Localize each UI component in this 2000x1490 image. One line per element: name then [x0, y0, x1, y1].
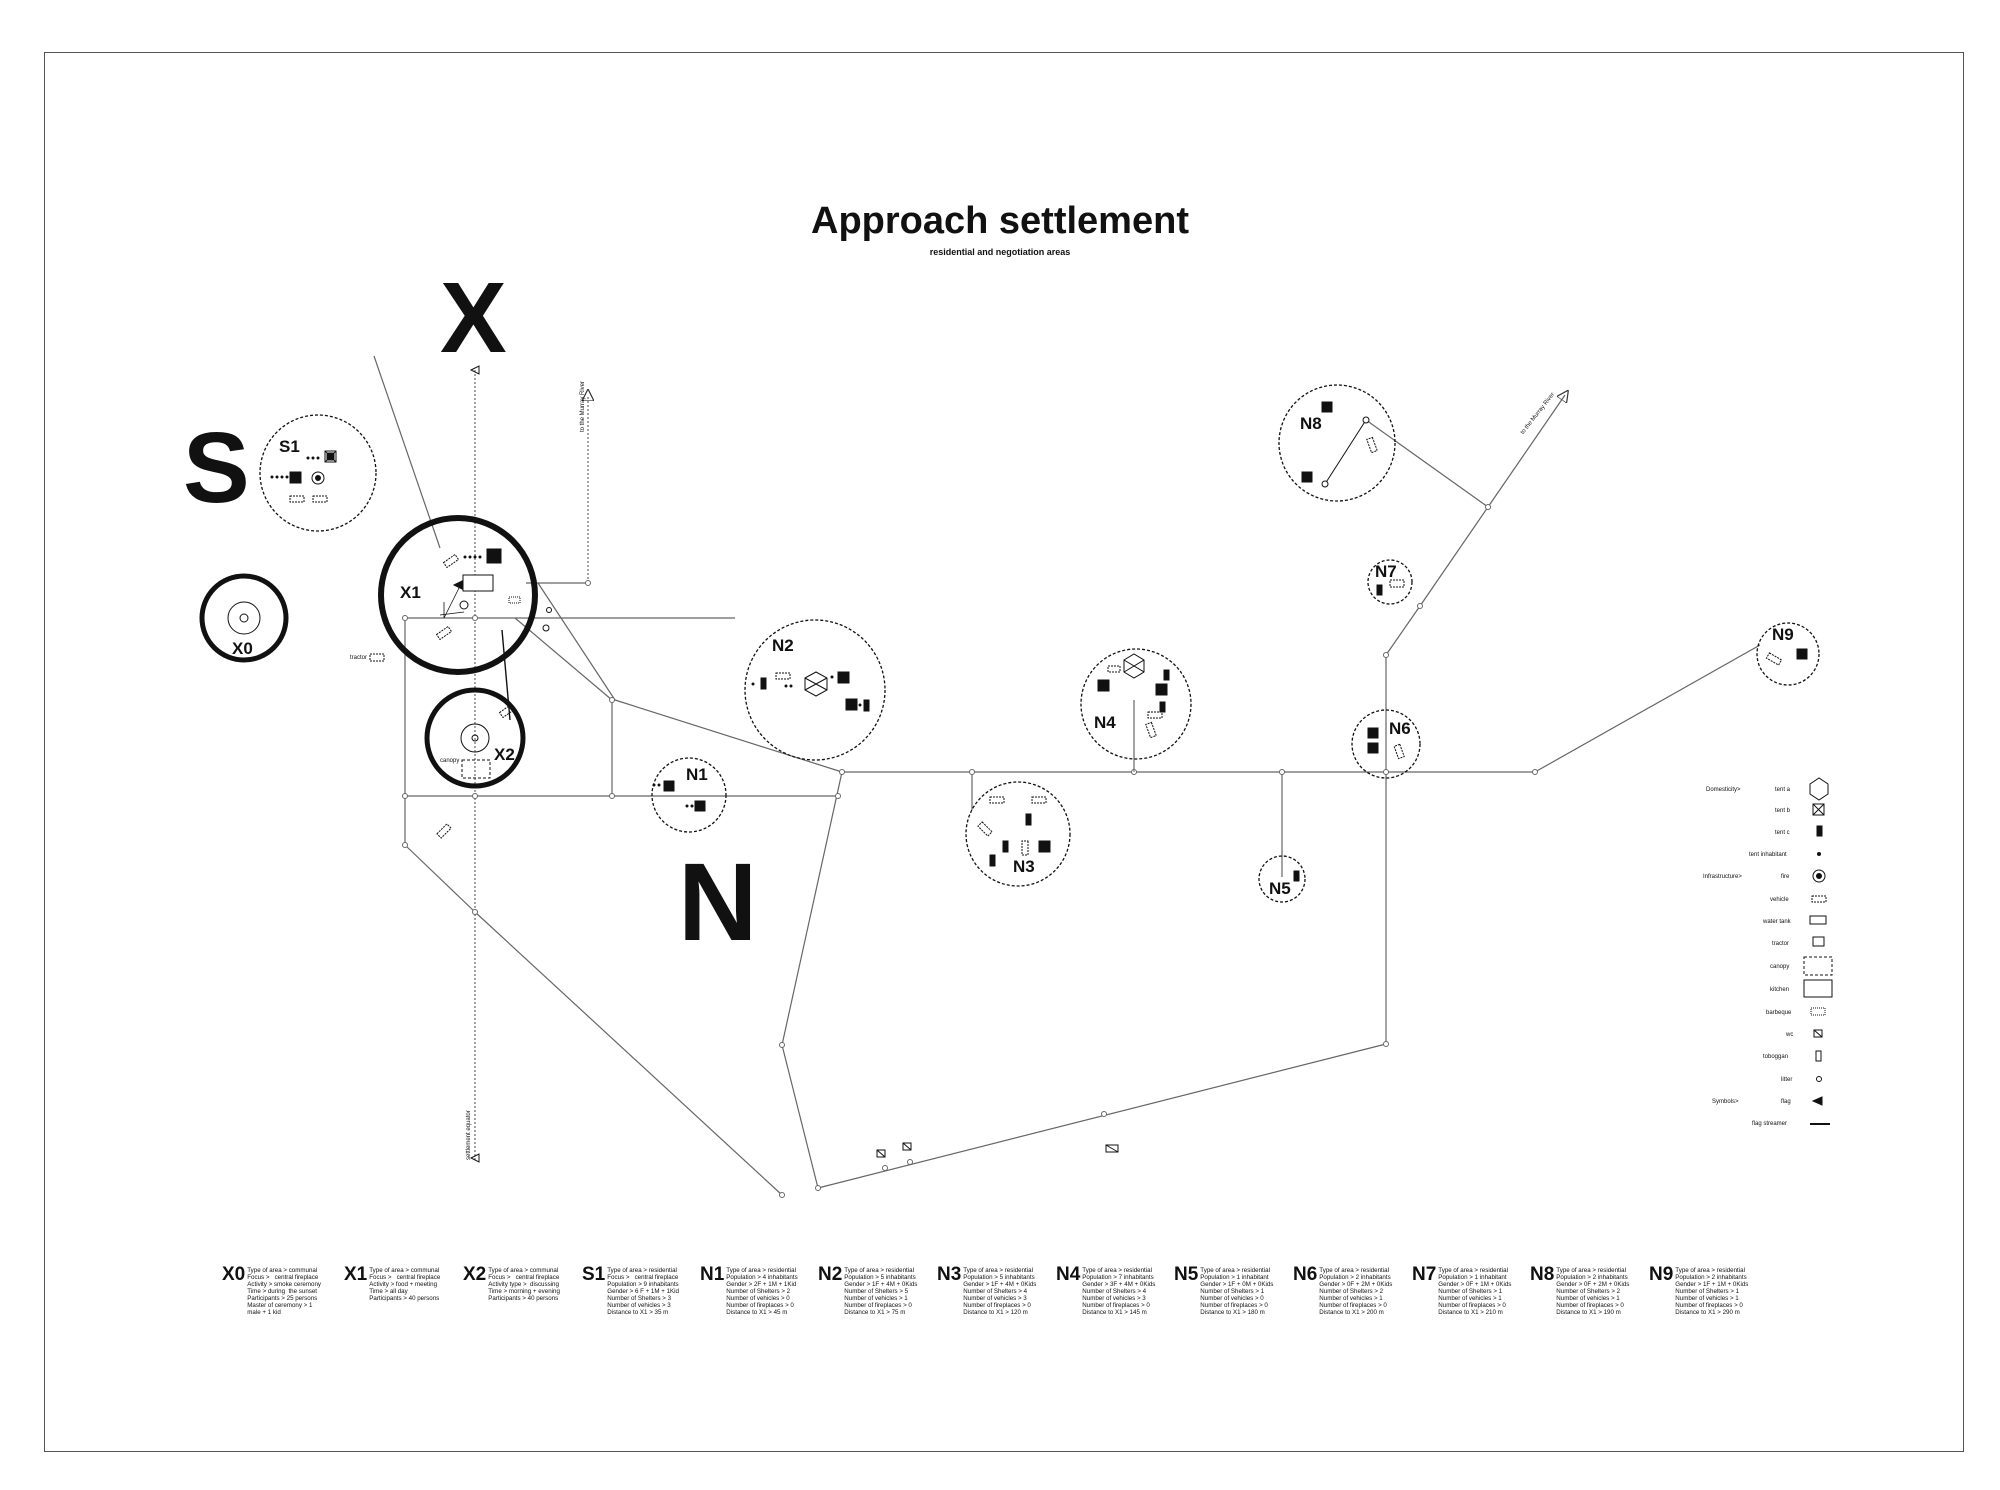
label-n8: N8 — [1300, 414, 1322, 433]
label-n6: N6 — [1389, 719, 1411, 738]
circle-n7 — [1367, 559, 1413, 605]
area-icons — [270, 365, 1808, 1163]
circle-x1 — [378, 515, 538, 675]
legend-item-kitchen: kitchen — [1770, 987, 1790, 993]
legend-item-flag-streamer: flag streamer — [1752, 1121, 1788, 1127]
annotation-to-murray-river-1: to the Murray River — [580, 380, 586, 432]
circle-n1 — [651, 757, 727, 833]
stats-n5-lines: Type of area > residential Population > … — [1200, 1267, 1274, 1316]
circle-n5 — [1258, 855, 1306, 903]
zone-letter-n: N — [678, 841, 758, 964]
legend-item-fire: fire — [1781, 874, 1790, 880]
annotation-settlement-equator: settlement equator — [466, 1110, 472, 1160]
circle-n4 — [1080, 648, 1192, 760]
legend-item-barbeque: barbeque — [1766, 1010, 1792, 1016]
zone-letter-s: S — [183, 412, 250, 524]
circle-x0 — [199, 573, 289, 663]
legend-item-tent-a: tent a — [1775, 787, 1791, 793]
annotation-canopy: canopy — [440, 758, 460, 764]
label-n5: N5 — [1269, 879, 1291, 898]
legend-item-vehicle: vehicle — [1770, 897, 1789, 903]
legend-item-tent-c: tent c — [1775, 830, 1790, 836]
circle-n9 — [1756, 622, 1820, 686]
page-title: Approach settlement — [811, 200, 1189, 242]
stats-n2-lines: Type of area > residential Population > … — [844, 1267, 918, 1316]
stats-s1-lines: Type of area > residential Focus > centr… — [607, 1267, 679, 1316]
network-nodes — [402, 504, 1538, 1198]
zone-letter-x: X — [440, 262, 507, 374]
circle-n8 — [1278, 384, 1396, 502]
stats-n6-lines: Type of area > residential Population > … — [1319, 1267, 1393, 1316]
legend-item-litter: litter — [1781, 1077, 1793, 1083]
label-n4: N4 — [1094, 713, 1116, 732]
legend-item-tent-b: tent b — [1775, 808, 1791, 814]
label-n1: N1 — [686, 765, 708, 784]
circle-n6 — [1351, 709, 1421, 779]
legend-item-canopy: canopy — [1770, 964, 1790, 970]
annotation-tractor: tractor — [350, 655, 368, 661]
label-n7: N7 — [1375, 562, 1397, 581]
stats-x1-lines: Type of area > communal Focus > central … — [369, 1267, 441, 1302]
page-subtitle: residential and negotiation areas — [929, 247, 1071, 257]
label-n3: N3 — [1013, 857, 1035, 876]
stats-n4-lines: Type of area > residential Population > … — [1082, 1267, 1156, 1316]
stats-n9-lines: Type of area > residential Population > … — [1675, 1267, 1749, 1316]
legend-item-tractor: tractor — [1772, 941, 1790, 947]
circle-n3 — [965, 781, 1071, 887]
label-n9: N9 — [1772, 625, 1794, 644]
label-x1: X1 — [400, 583, 421, 602]
legend-item-water-tank: water tank — [1763, 919, 1791, 925]
stats-x2-lines: Type of area > communal Focus > central … — [488, 1267, 560, 1302]
legend-item-tent-inhabitant: tent inhabitant — [1749, 852, 1787, 858]
drawing-frame — [44, 52, 1964, 1452]
area-circles — [199, 384, 1820, 903]
legend-item-wc: wc — [1786, 1032, 1794, 1038]
circle-x2 — [424, 687, 526, 789]
stats-n7-lines: Type of area > residential Population > … — [1438, 1267, 1512, 1316]
legend-category-domesticity: Domesticity> — [1706, 787, 1741, 793]
label-n2: N2 — [772, 636, 794, 655]
stats-n1-lines: Type of area > residential Population > … — [726, 1267, 798, 1316]
stats-x0-lines: Type of area > communal Focus > central … — [247, 1267, 322, 1316]
label-s1: S1 — [279, 437, 300, 456]
label-x0: X0 — [232, 639, 253, 658]
legend-symbols — [1803, 777, 1833, 1125]
label-x2: X2 — [494, 745, 515, 764]
circle-n2 — [744, 619, 886, 761]
stats-n3-lines: Type of area > residential Population > … — [963, 1267, 1037, 1316]
legend-item-toboggan: toboggan — [1763, 1054, 1789, 1060]
legend-category-infrastructure: Infrastructure> — [1703, 874, 1742, 880]
path-network — [373, 355, 1761, 1196]
circle-s1 — [259, 414, 377, 532]
stats-n8-lines: Type of area > residential Population > … — [1556, 1267, 1630, 1316]
legend-item-flag: flag — [1781, 1099, 1791, 1105]
legend-category-symbols: Symbols> — [1712, 1099, 1739, 1105]
